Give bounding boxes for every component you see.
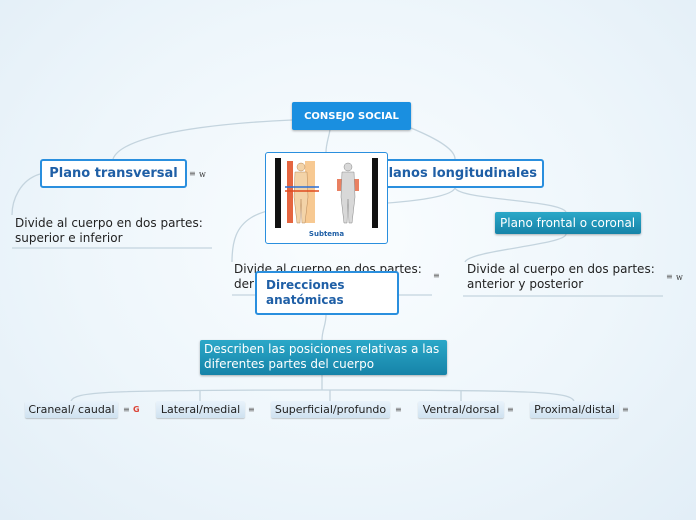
anatomy-planes-image [271,157,382,229]
direction-node[interactable]: Lateral/medial [156,401,245,418]
note-icon[interactable]: ≡ [123,405,130,414]
direction-label: Craneal/ caudal [28,403,115,416]
note-icon[interactable]: ≡ [666,272,673,281]
direction-label: Superficial/profundo [274,403,387,416]
direction-node[interactable]: Craneal/ caudal [25,401,118,418]
subtopic-image-node[interactable]: Subtema [265,152,388,244]
note-icon[interactable]: ≡ [248,405,255,414]
direction-node[interactable]: Proximal/distal [530,401,619,418]
description-line: Divide al cuerpo en dos partes: [467,262,655,276]
topic-label: Direcciones anatómicas [266,278,345,307]
note-icon[interactable]: ≡ [507,405,514,414]
direction-node[interactable]: Ventral/dorsal [418,401,504,418]
topic-planos-longitudinales[interactable]: Planos longitudinales [360,159,544,188]
root-node[interactable]: CONSEJO SOCIAL [292,102,411,130]
direction-node[interactable]: Superficial/profundo [271,401,390,418]
describen-label: Describen las posiciones relativas a las… [204,342,440,371]
google-icon[interactable]: G [133,405,140,414]
frontal-description[interactable]: Divide al cuerpo en dos partes: anterior… [467,262,655,292]
topic-direcciones-anatomicas[interactable]: Direcciones anatómicas [255,271,399,315]
note-icon[interactable]: ≡ [395,405,402,414]
note-icon[interactable]: ≡ [433,271,440,280]
description-line: anterior y posterior [467,277,584,291]
transversal-description[interactable]: Divide al cuerpo en dos partes: superior… [15,216,203,246]
plano-frontal-label: Plano frontal o coronal [500,216,636,230]
topic-label: Planos longitudinales [379,166,537,181]
topic-plano-transversal[interactable]: Plano transversal [40,159,187,188]
description-line: der [234,277,254,291]
plano-frontal-node[interactable]: Plano frontal o coronal [495,212,641,234]
direction-label: Proximal/distal [534,403,615,416]
topic-label: Plano transversal [49,166,178,181]
wikipedia-icon[interactable]: w [199,170,206,179]
direction-label: Ventral/dorsal [422,403,500,416]
description-line: Divide al cuerpo en dos partes: [15,216,203,230]
note-icon[interactable]: ≡ [622,405,629,414]
description-line: superior e inferior [15,231,123,245]
note-icon[interactable]: ≡ [189,169,196,178]
image-caption: Subtema [308,230,345,238]
root-label: CONSEJO SOCIAL [304,110,399,122]
direction-label: Lateral/medial [160,403,241,416]
describen-node[interactable]: Describen las posiciones relativas a las… [200,340,447,375]
wikipedia-icon[interactable]: w [676,273,683,282]
